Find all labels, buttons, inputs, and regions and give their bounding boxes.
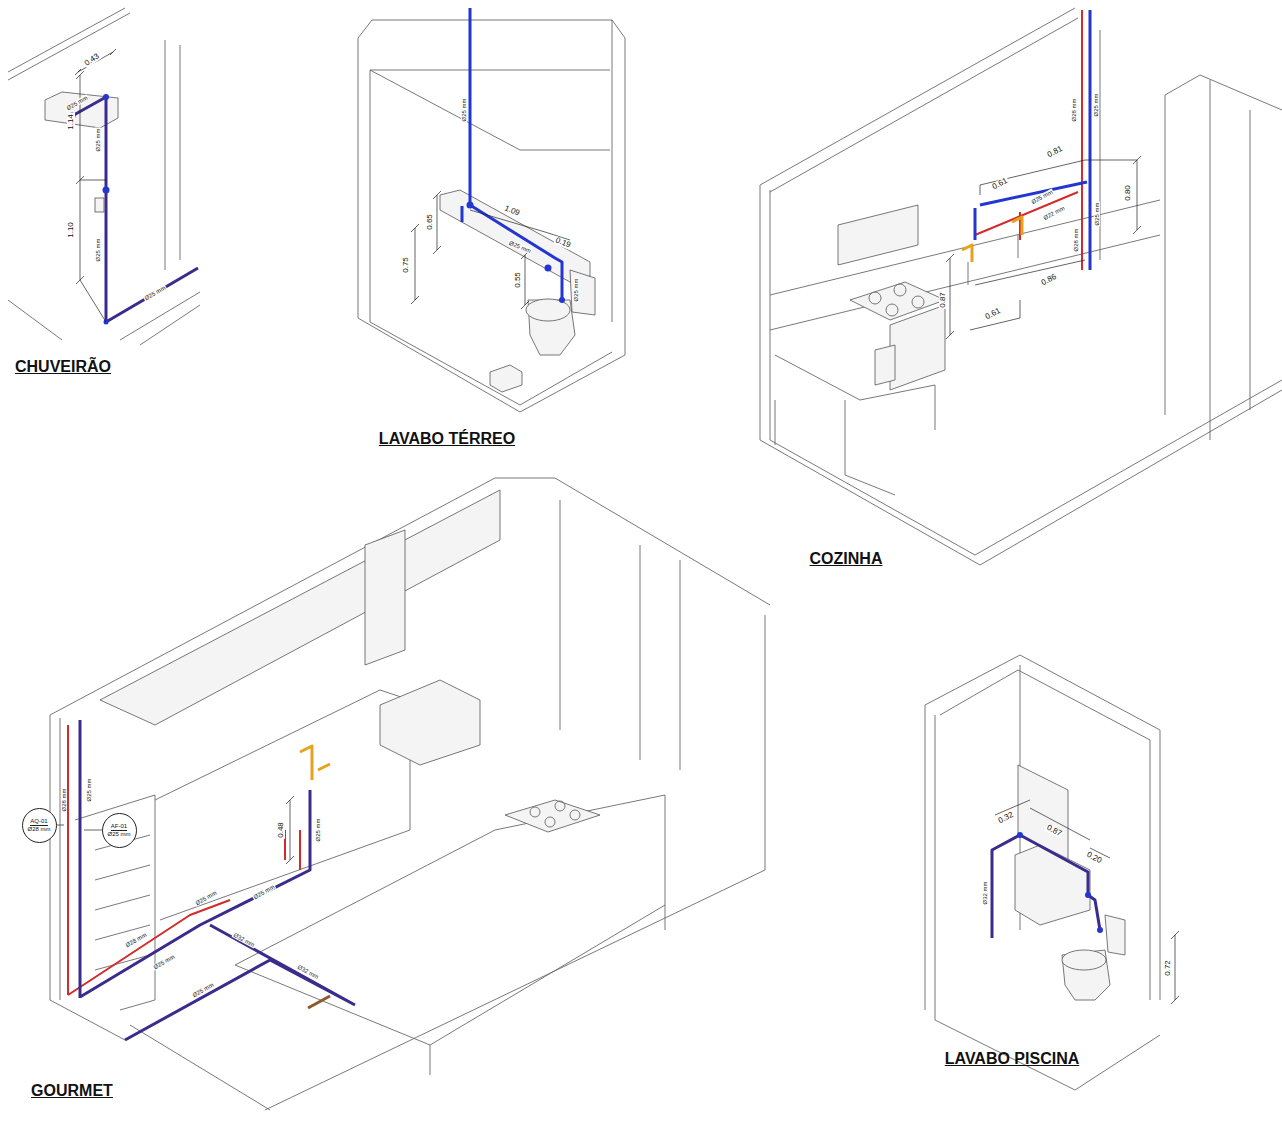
- pipe-diameter: Ø25 mm: [1030, 188, 1055, 205]
- pipe-tag-text: Ø28 mm: [27, 826, 50, 833]
- dimension-label: 0.48: [277, 821, 285, 839]
- pipe-diameter: Ø25 mm: [1094, 201, 1100, 226]
- pipe-diameter: Ø28 mm: [61, 787, 67, 812]
- dimension-label: 0.80: [1124, 184, 1132, 202]
- view-title: LAVABO TÉRREO: [379, 431, 515, 447]
- pipe-diameter: Ø28 mm: [1071, 97, 1077, 122]
- gourmet-view: [50, 478, 770, 1110]
- dimension-label: 0.81: [1045, 144, 1064, 159]
- view-title: GOURMET: [31, 1083, 113, 1099]
- pipe-diameter: Ø25 mm: [573, 277, 579, 302]
- ground-toilet-view: [358, 8, 625, 412]
- pipe-diameter: Ø25 mm: [95, 237, 101, 262]
- pipe-diameter: Ø28 mm: [1073, 227, 1079, 252]
- view-title: COZINHA: [810, 551, 883, 567]
- dimension-label: 0.86: [1039, 272, 1058, 287]
- pipe-tag-text: Ø25 mm: [107, 831, 130, 838]
- pipe-diameter: Ø25 mm: [152, 953, 177, 971]
- pipe-diameter: Ø25 mm: [1093, 92, 1099, 117]
- dimension-label: 0.19: [553, 236, 572, 250]
- pipe-diameter: Ø25 mm: [65, 94, 90, 112]
- pipe-tag-text: AF-01: [111, 823, 127, 831]
- dimension-label: 0.87: [939, 291, 947, 309]
- dimension-label: 0.32: [996, 810, 1015, 825]
- pipe-diameter: Ø25 mm: [143, 284, 168, 302]
- pipe-diameter: Ø25 mm: [191, 981, 216, 999]
- pipe-tag-text: AQ-01: [30, 818, 47, 826]
- dimension-label: 0.61: [983, 306, 1002, 321]
- pipe-diameter: Ø25 mm: [95, 127, 101, 152]
- dimension-label: 0.75: [402, 256, 410, 274]
- pool-toilet-view: [925, 655, 1179, 1090]
- dimension-label: 0.61: [990, 176, 1009, 191]
- pipe-diameter: Ø25 mm: [315, 817, 321, 842]
- pipe-diameter: Ø25 mm: [461, 97, 467, 122]
- dimension-label: 1.14: [67, 113, 75, 131]
- pipe-diameter: Ø28 mm: [124, 931, 149, 949]
- dimension-label: 0.20: [1084, 850, 1103, 865]
- pipe-tag-circle: AF-01Ø25 mm: [102, 813, 137, 848]
- shower-view: [8, 8, 200, 345]
- pipe-diameter: Ø25 mm: [194, 889, 219, 907]
- pipe-diameter: Ø25 mm: [86, 777, 92, 802]
- view-title: LAVABO PISCINA: [945, 1051, 1080, 1067]
- kitchen-view: [760, 8, 1282, 565]
- pipe-tag-circle: AQ-01Ø28 mm: [22, 808, 57, 843]
- dimension-label: 1.09: [502, 204, 521, 218]
- dimension-label: 0.65: [426, 213, 434, 231]
- dimension-label: 0.72: [1164, 959, 1172, 977]
- pipe-diameter: Ø25 mm: [252, 883, 277, 901]
- dimension-label: 0.87: [1044, 823, 1063, 838]
- pipe-diameter: Ø32 mm: [982, 880, 988, 905]
- dimension-label: 1.10: [67, 221, 75, 239]
- dimension-label: 0.55: [514, 271, 522, 289]
- pipe-diameter: Ø32 mm: [296, 963, 321, 980]
- pipe-diameter: Ø25 mm: [507, 240, 532, 255]
- pipe-diameter: Ø32 mm: [232, 931, 257, 948]
- dimension-label: 0.43: [83, 52, 102, 69]
- pipe-diameter: Ø22 mm: [1042, 204, 1067, 221]
- view-title: CHUVEIRÃO: [15, 359, 111, 375]
